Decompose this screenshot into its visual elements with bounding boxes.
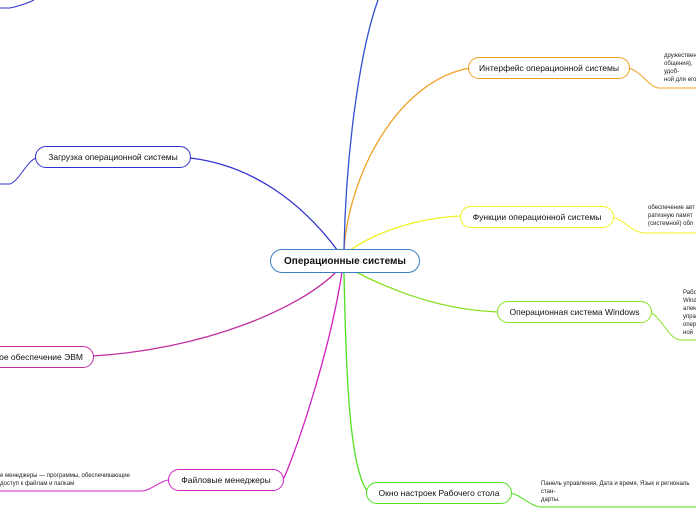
connector-top [343, 0, 379, 250]
connector-topleft [0, 0, 35, 9]
connector-interface [343, 67, 471, 250]
node-filemanagers-label: Файловые менеджеры [181, 475, 271, 485]
connector-loading-note [0, 157, 37, 185]
note-functions: обеспечение авт ратизную памят (системно… [648, 205, 695, 227]
node-filemanagers[interactable]: Файловые менеджеры [168, 469, 284, 491]
connector-desktop [343, 271, 369, 493]
node-interface[interactable]: Интерфейс операционной системы [468, 57, 630, 79]
connector-filemanagers-note [0, 479, 169, 492]
connector-functions [349, 215, 461, 251]
node-interface-label: Интерфейс операционной системы [479, 63, 619, 73]
note-interface: дружествен общения), удоб- ной для его [664, 53, 696, 83]
connector-windows-note [649, 311, 696, 341]
connector-interface-note [627, 67, 696, 89]
connector-windows [351, 269, 499, 313]
node-functions-label: Функции операционной системы [472, 212, 602, 222]
note-filemanagers: е менеджеры — программы, обеспечивающие … [0, 473, 130, 487]
center-node[interactable]: Операционные системы [270, 249, 420, 273]
node-functions[interactable]: Функции операционной системы [460, 206, 614, 228]
node-windows[interactable]: Операционная система Windows [497, 301, 652, 323]
connector-desktop-note [509, 492, 696, 508]
node-software-label: ое обеспечение ЭВМ [0, 352, 83, 362]
connector-software [91, 269, 339, 357]
note-windows: Рабо Wind алем упра опер ной [683, 290, 696, 336]
node-desktop-label: Окно настроек Рабочего стола [378, 488, 500, 498]
node-windows-label: Операционная система Windows [509, 307, 640, 317]
node-loading[interactable]: Загрузка операционной системы [35, 146, 191, 168]
node-loading-label: Загрузка операционной системы [48, 152, 178, 162]
connector-loading [189, 157, 339, 252]
node-desktop[interactable]: Окно настроек Рабочего стола [366, 482, 512, 504]
note-desktop: Панель управления, Дата и время, Язык и … [541, 481, 690, 503]
connector-filemanagers [283, 271, 343, 479]
connector-functions-note [611, 216, 696, 234]
node-software[interactable]: ое обеспечение ЭВМ [0, 346, 94, 368]
center-label: Операционные системы [284, 255, 406, 267]
